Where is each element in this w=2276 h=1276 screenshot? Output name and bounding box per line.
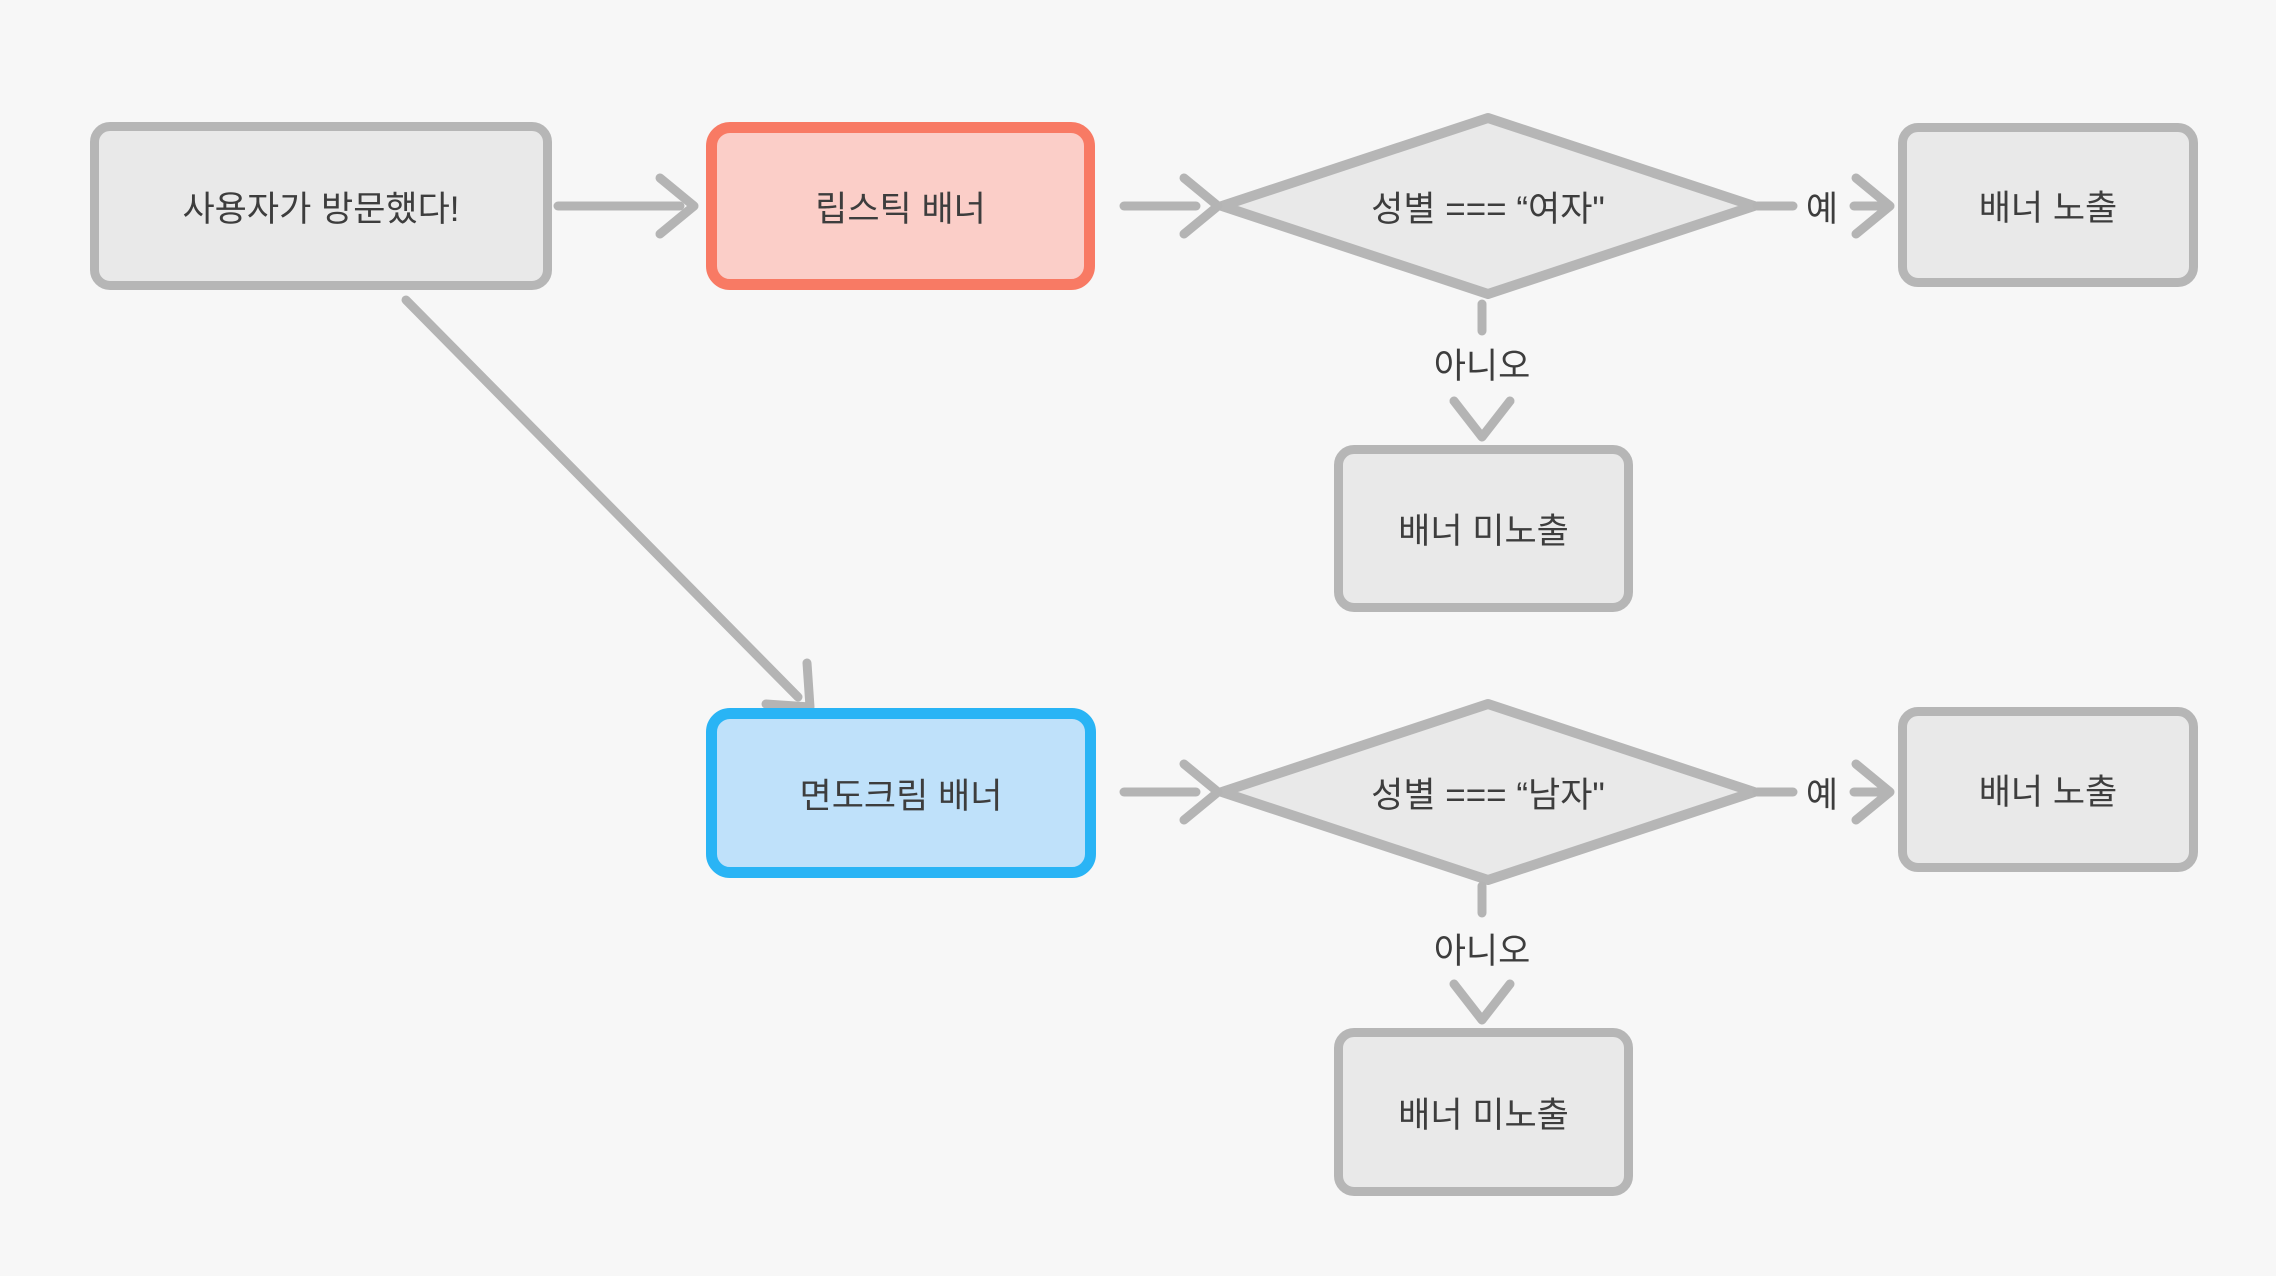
- edge-label-no-bottom: 아니오: [1433, 931, 1531, 971]
- node-start: 사용자가 방문했다!: [90, 122, 552, 290]
- node-banner-hide-top: 배너 미노출: [1334, 445, 1633, 612]
- node-lipstick-banner: 립스틱 배너: [706, 122, 1095, 290]
- decision-male-label: 성별 === “남자": [1371, 775, 1605, 815]
- edge-shaving-to-decision-arrowhead-icon: [1179, 759, 1223, 825]
- node-banner-hide-top-label: 배너 미노출: [1398, 512, 1569, 551]
- edge-yes-top-arrowhead-icon: [1851, 173, 1895, 239]
- node-banner-show-bottom-label: 배너 노출: [1978, 773, 2118, 812]
- node-shaving-cream-banner: 면도크림 배너: [706, 708, 1096, 878]
- node-lipstick-banner-label: 립스틱 배너: [815, 189, 986, 229]
- node-banner-hide-bottom-label: 배너 미노출: [1398, 1095, 1569, 1135]
- edge-yes-bottom-arrowhead-icon: [1851, 759, 1895, 825]
- edge-no-bottom-arrowhead-icon: [1449, 979, 1515, 1025]
- edge-label-no-top: 아니오: [1433, 346, 1531, 386]
- edge-start-to-lipstick-arrowhead-icon: [655, 173, 699, 239]
- node-shaving-cream-banner-label: 면도크림 배너: [799, 776, 1003, 816]
- node-banner-show-top-label: 배너 노출: [1978, 188, 2118, 228]
- node-banner-show-bottom: 배너 노출: [1898, 707, 2198, 872]
- edge-no-top-arrowhead-icon: [1449, 396, 1515, 442]
- decision-female-label: 성별 === “여자": [1371, 189, 1605, 229]
- node-banner-hide-bottom: 배너 미노출: [1334, 1028, 1633, 1196]
- edge-start-to-shaving-arrowhead-icon: [761, 658, 815, 712]
- node-banner-show-top: 배너 노출: [1898, 123, 2198, 287]
- edge-label-yes-top: 예: [1805, 189, 1839, 229]
- edge-start-to-shaving-line: [401, 295, 803, 702]
- node-start-label: 사용자가 방문했다!: [182, 189, 460, 229]
- edge-label-yes-bottom: 예: [1805, 775, 1839, 815]
- edge-lipstick-to-decision-arrowhead-icon: [1179, 173, 1223, 239]
